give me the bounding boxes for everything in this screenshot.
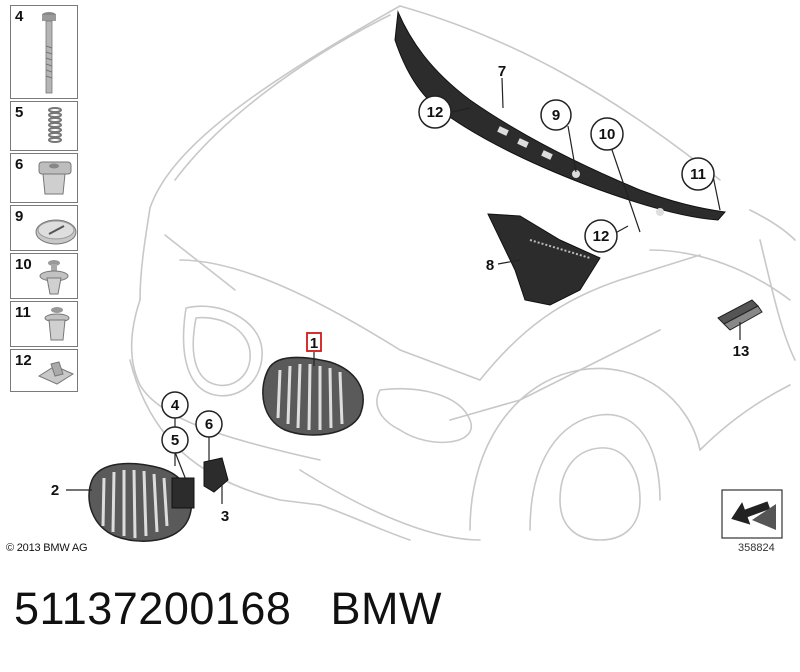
part-number: 51137200168 [14, 583, 292, 634]
footer-caption: 51137200168 BMW [14, 583, 442, 635]
callout-9[interactable]: 9 [540, 99, 572, 131]
part-number-label: 12 [15, 352, 32, 369]
callout-8[interactable]: 8 [486, 257, 494, 274]
svg-text:3: 3 [221, 508, 229, 525]
callout-12-top[interactable]: 12 [418, 95, 452, 129]
parts-cell-12[interactable]: 12 [10, 349, 78, 392]
svg-text:8: 8 [486, 257, 494, 274]
part-number-label: 6 [15, 156, 24, 173]
kidney-grille-left [88, 462, 195, 542]
callout-5[interactable]: 5 [161, 426, 189, 454]
callout-4[interactable]: 4 [161, 391, 189, 419]
clip-icon [37, 361, 75, 385]
part-number-label: 4 [15, 8, 24, 25]
cap-icon [35, 219, 77, 245]
parts-cell-6[interactable]: 6 [10, 153, 78, 203]
parts-cell-11[interactable]: 11 [10, 301, 78, 347]
svg-text:12: 12 [427, 104, 444, 121]
svg-text:1: 1 [310, 335, 318, 352]
svg-text:11: 11 [690, 166, 706, 183]
callout-13[interactable]: 13 [733, 343, 750, 360]
svg-text:2: 2 [51, 482, 59, 499]
copyright-text: © 2013 BMW AG [6, 542, 88, 554]
callout-10[interactable]: 10 [590, 117, 624, 151]
expanding-rivet-icon [39, 260, 69, 295]
svg-text:6: 6 [205, 416, 213, 433]
spring-icon [48, 107, 62, 143]
parts-table: 4 5 6 [10, 5, 80, 392]
expanding-rivet-icon [44, 307, 70, 341]
svg-text:10: 10 [599, 126, 616, 143]
svg-text:13: 13 [733, 343, 750, 360]
bracket-part [487, 213, 601, 306]
svg-text:5: 5 [171, 432, 179, 449]
callout-1[interactable]: 1 [306, 332, 322, 352]
callout-11[interactable]: 11 [681, 157, 715, 191]
parts-cell-9[interactable]: 9 [10, 205, 78, 251]
kidney-grille-right [262, 356, 364, 436]
diagram-id: 358824 [738, 542, 775, 554]
callout-3[interactable]: 3 [221, 508, 229, 525]
svg-text:9: 9 [552, 107, 560, 124]
grille-bracket-part [203, 457, 229, 493]
brand-name: BMW [330, 583, 442, 634]
part-number-label: 10 [15, 256, 32, 273]
part-number-label: 9 [15, 208, 24, 225]
part-number-label: 11 [15, 304, 31, 321]
parts-cell-4[interactable]: 4 [10, 5, 78, 99]
svg-text:4: 4 [171, 397, 180, 414]
navigation-arrow-icon[interactable] [721, 489, 783, 539]
expanding-nut-icon [38, 161, 72, 195]
svg-text:7: 7 [498, 63, 506, 80]
callout-2[interactable]: 2 [51, 482, 59, 499]
car-outline [129, 5, 796, 541]
callout-12-bottom[interactable]: 12 [584, 219, 618, 253]
bolt-icon [42, 12, 56, 94]
trim-clip-part [717, 299, 763, 331]
parts-cell-10[interactable]: 10 [10, 253, 78, 299]
callout-6[interactable]: 6 [195, 410, 223, 438]
parts-cell-5[interactable]: 5 [10, 101, 78, 151]
svg-text:12: 12 [593, 228, 610, 245]
part-number-label: 5 [15, 104, 24, 121]
callout-7[interactable]: 7 [498, 63, 506, 80]
